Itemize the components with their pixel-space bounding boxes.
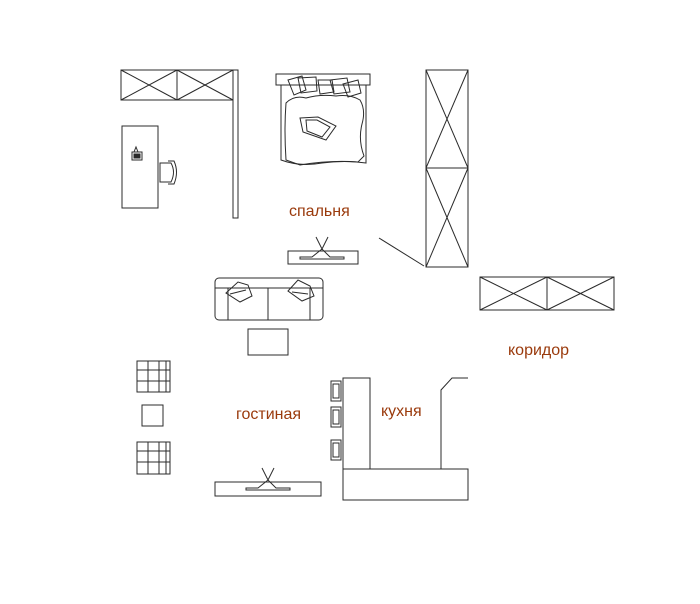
wardrobe-corridor (480, 277, 614, 310)
desk (122, 126, 158, 208)
room-label-bedroom: спальня (289, 203, 350, 220)
laptop-icon (132, 147, 142, 160)
bedroom-partition-wall (233, 70, 238, 218)
armchair-bottom (137, 442, 170, 474)
desk-chair (160, 161, 177, 184)
kitchen-counter (343, 378, 468, 500)
room-label-kitchen: кухня (381, 403, 422, 420)
sofa (215, 278, 323, 320)
kitchen-island (343, 378, 370, 469)
coffee-table (248, 329, 288, 355)
armchair-top (137, 361, 170, 392)
pillows (288, 76, 361, 97)
bar-stools (331, 381, 341, 460)
side-table (142, 405, 163, 426)
tv-stand-living (215, 468, 321, 496)
bed (276, 74, 370, 165)
wardrobe-top-left (121, 70, 233, 100)
wardrobe-tall (426, 70, 468, 267)
room-label-living-room: гостиная (236, 406, 302, 423)
room-label-corridor: коридор (508, 342, 570, 359)
door-line (379, 238, 424, 266)
tv-stand-bedroom (288, 237, 358, 264)
